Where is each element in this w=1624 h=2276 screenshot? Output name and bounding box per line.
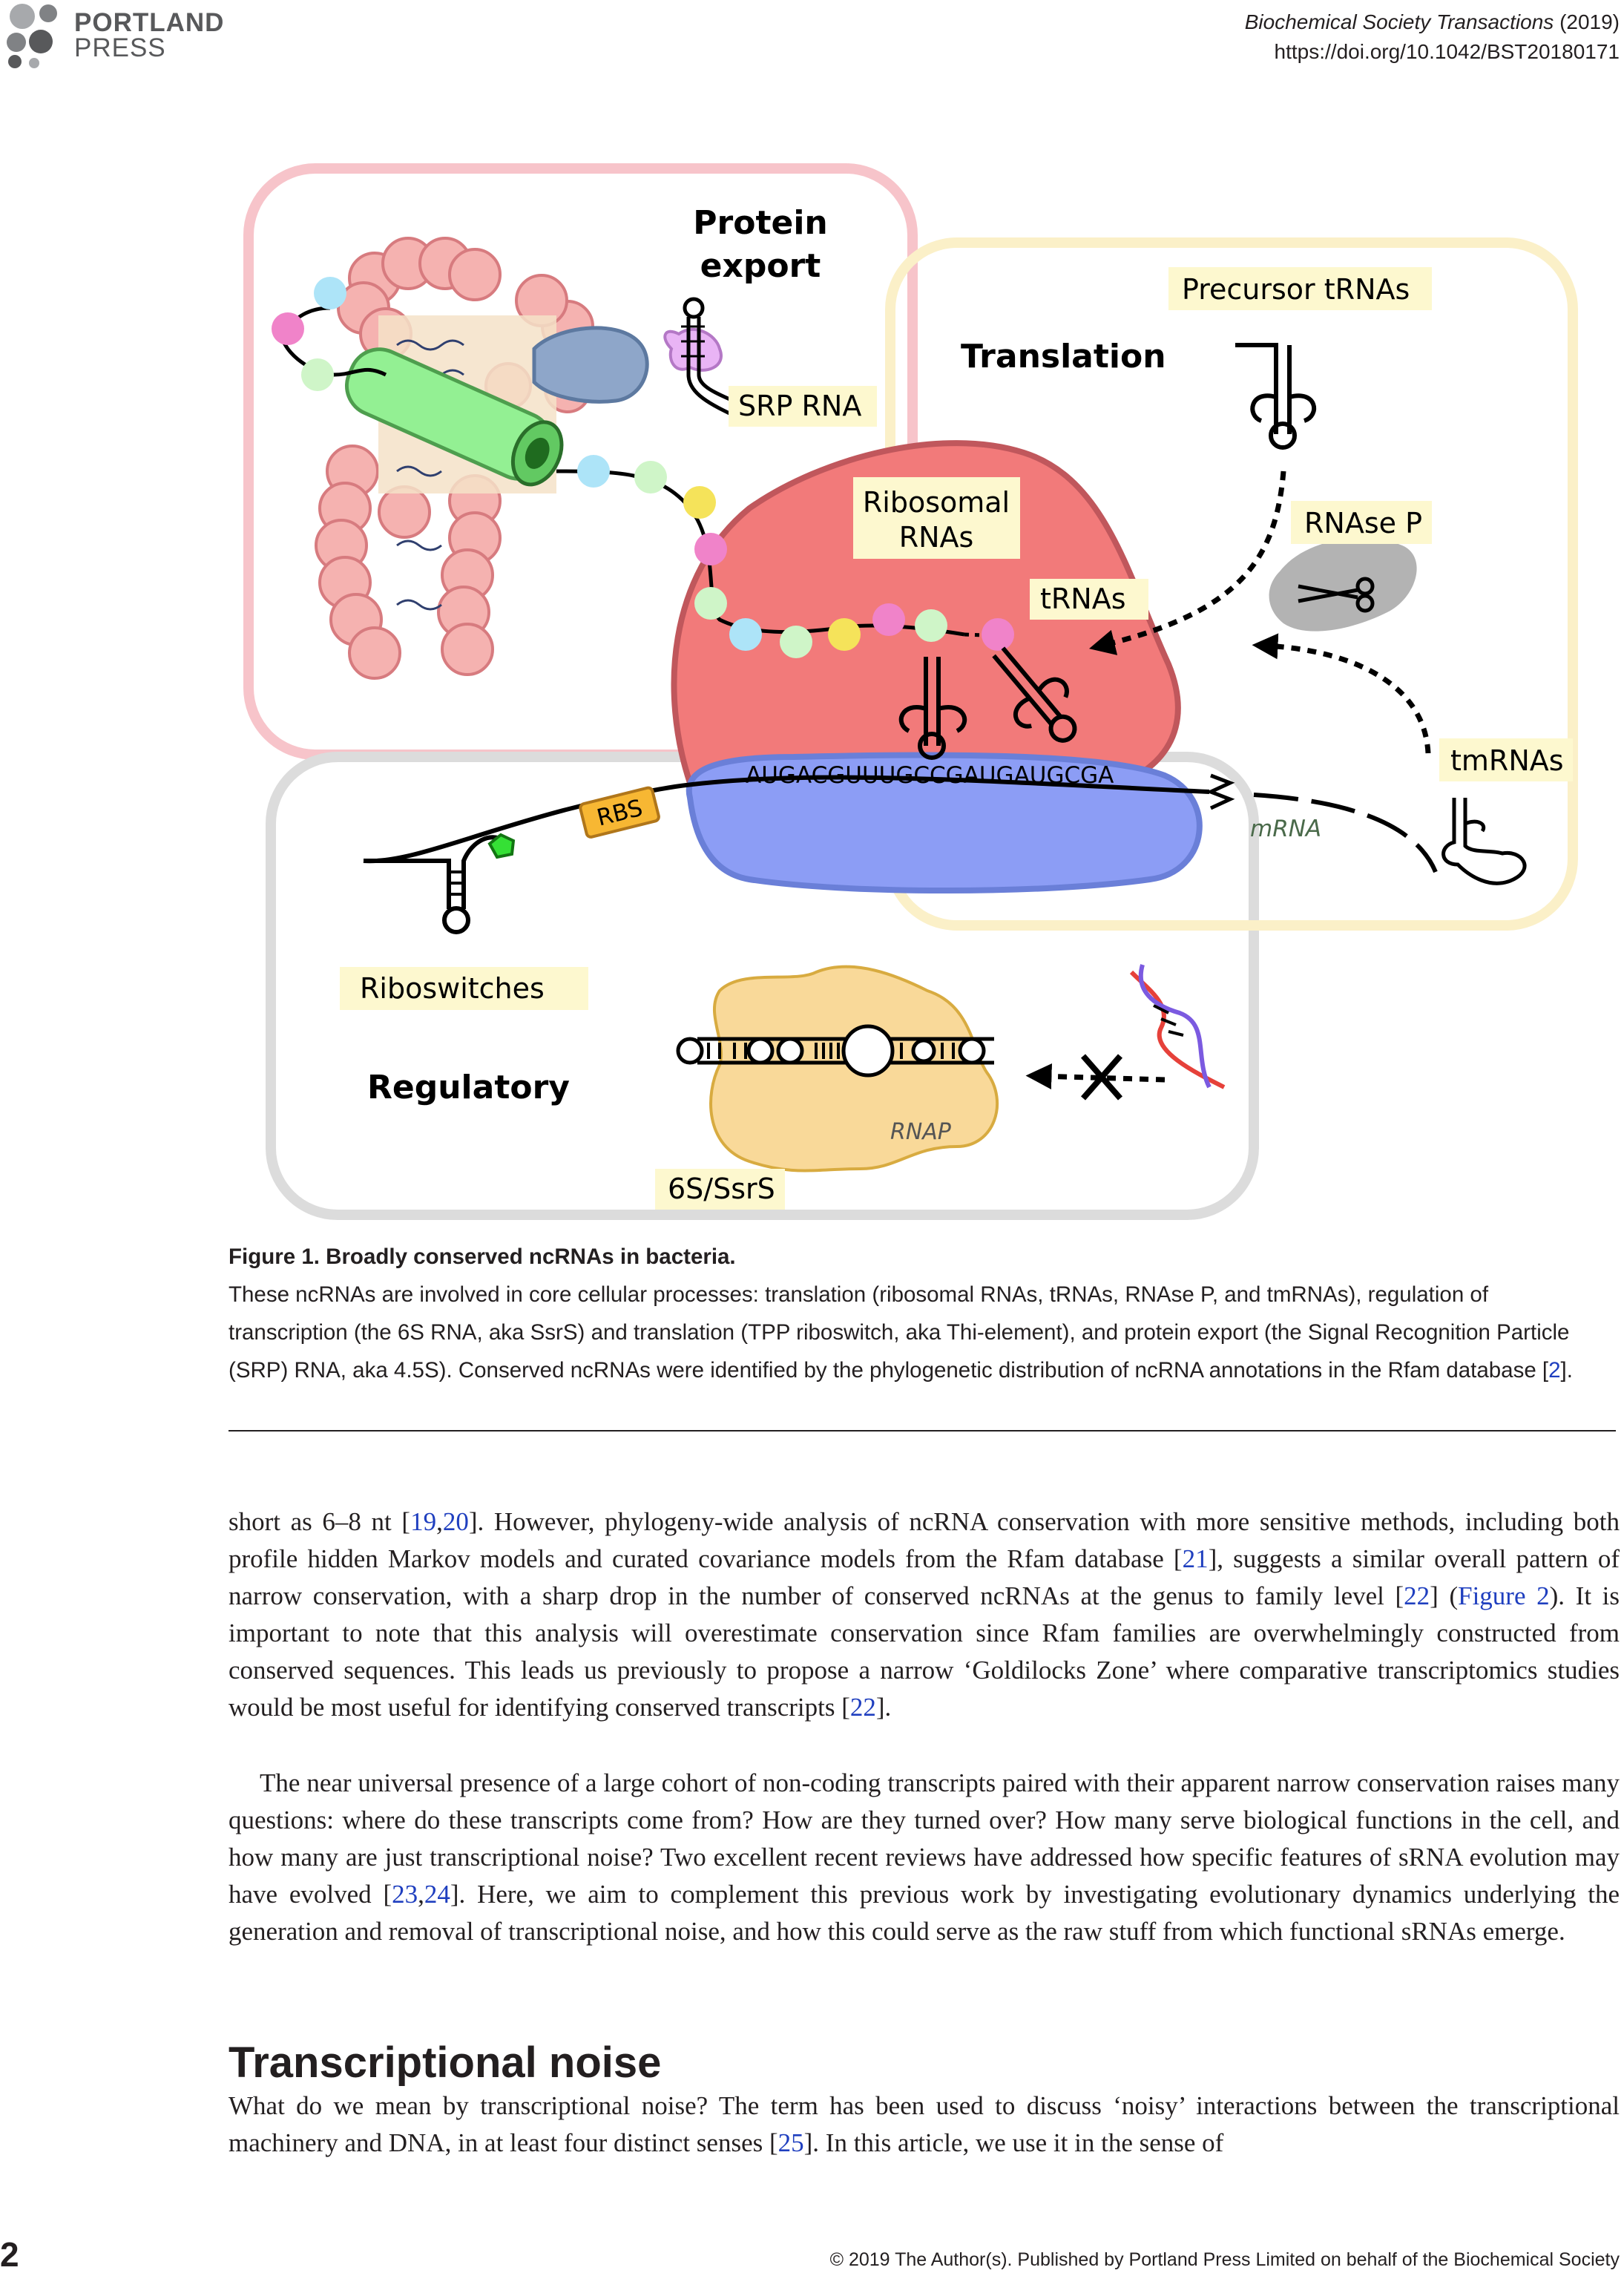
rnase-p-protein [1269,538,1417,632]
citation-link[interactable]: 23 [392,1880,418,1909]
ribosomal-rnas-label-line2: RNAs [899,521,974,554]
page-number: 2 [0,2235,19,2274]
rnase-p-label-bg [1291,501,1432,544]
figure-1-illustration: AUGACGUUUGCCGAUGAUGCGA mRNA RBS Riboswit… [243,163,1578,1220]
peptide-bead [577,455,610,488]
riboswitch-ligand-icon [487,833,516,859]
peptide-bead [694,587,727,620]
ribosomal-rnas-label-line1: Ribosomal [863,486,1010,519]
riboswitches-label: Riboswitches [360,972,545,1005]
six-s-rna-icon [676,1024,994,1078]
precursor-to-trna-arrow [1088,470,1286,655]
trnas-label: tRNAs [1040,583,1126,615]
journal-year: (2019) [1559,10,1620,33]
body-paragraph-2: The near universal presence of a large c… [229,1765,1620,1950]
caption-divider [229,1430,1616,1431]
paragraph-text: The near universal presence of a large c… [229,1768,1620,1946]
peptide-bead [780,626,812,658]
peptide-bead [683,486,716,519]
trna-p-site-icon [898,657,967,760]
peptide-bead [634,461,667,493]
protein-export-title-line1: Protein [693,204,827,242]
dna-double-helix-icon [1129,964,1226,1089]
precursor-trnas-label: Precursor tRNAs [1182,273,1410,306]
citation-link[interactable]: 22 [1404,1581,1430,1610]
tmrnas-label: tmRNAs [1450,744,1564,777]
tmrnas-label-bg [1439,738,1573,781]
figure-caption: Figure 1. Broadly conserved ncRNAs in ba… [229,1238,1608,1389]
trna-a-site-icon [992,646,1077,743]
journal-citation: Biochemical Society Transactions (2019) … [1245,7,1620,67]
rnase-p-label: RNAse P [1304,507,1422,540]
journal-name: Biochemical Society Transactions [1244,10,1554,33]
publisher-name-line1: PORTLAND [74,8,225,37]
srp-rna-label-bg [729,386,877,427]
six-s-label: 6S/SsrS [668,1173,775,1205]
six-s-label-bg [655,1169,785,1210]
publisher-name-line2: PRESS [74,33,166,62]
section-heading: Transcriptional noise [229,2039,662,2087]
doi-link[interactable]: https://doi.org/10.1042/BST20180171 [1274,40,1620,63]
mrna-sequence: AUGACGUUUGCCGAUGAUGCGA [746,762,1114,789]
citation-link[interactable]: 2 [1548,1358,1561,1383]
transcription-blocked-cross-icon [1080,1054,1123,1101]
rbs-box: RBS [579,786,660,839]
publisher-logo-dots-icon [7,4,57,68]
tmrna-to-ribosome-arrow [1252,633,1431,754]
figure-caption-text: These ncRNAs are involved in core cellul… [229,1282,1570,1383]
srp-rna-label: SRP RNA [738,390,861,422]
peptide-bead [314,277,346,309]
peptide-bead [729,618,762,651]
precursor-trnas-label-bg [1168,267,1432,310]
body-paragraph-3: What do we mean by transcriptional noise… [229,2088,1620,2162]
body-paragraph-1: short as 6–8 nt [19,20]. However, phylog… [229,1503,1620,1726]
publisher-logo [7,4,57,68]
citation-link[interactable]: 24 [424,1880,450,1909]
mrna-label: mRNA [1250,816,1321,842]
paragraph-text: What do we mean by transcriptional noise… [229,2091,1620,2157]
scissors-icon [1298,577,1375,613]
precursor-trna-icon [1235,343,1317,450]
peptide-bead [982,618,1014,651]
tmrna-icon [1441,798,1527,885]
rnap-label: RNAP [890,1119,952,1145]
peptide-bead [301,358,334,391]
figure-caption-text-end: ]. [1560,1358,1573,1383]
copyright-notice: © 2019 The Author(s). Published by Portl… [829,2249,1620,2270]
citation-link[interactable]: 22 [849,1693,876,1722]
translation-title: Translation [961,338,1166,375]
citation-link[interactable]: 21 [1182,1544,1209,1573]
srp-complex-icon [315,237,723,680]
peptide-bead [694,533,727,565]
regulatory-title: Regulatory [367,1069,570,1106]
paragraph-text: short as 6–8 nt [19,20]. However, phylog… [229,1507,1620,1722]
citation-link[interactable]: 20 [442,1507,469,1536]
publisher-name: PORTLAND PRESS [74,10,224,61]
peptide-bead [872,603,905,636]
ribosome-small-subunit [686,752,1203,893]
figure-caption-body: These ncRNAs are involved in core cellul… [229,1276,1608,1389]
mrna-strand [363,775,1210,864]
trnas-label-bg [1030,579,1148,620]
peptide-bead [915,609,947,642]
nascent-peptide-chain [272,277,1014,658]
peptide-bead [828,618,861,651]
riboswitches-label-bg [340,967,588,1010]
citation-link[interactable]: 25 [778,2128,804,2157]
citation-link[interactable]: 19 [410,1507,437,1536]
mrna-break-icon [1206,773,1235,810]
mrna-dashed-tail [1253,793,1438,873]
blocked-transcription-arrow [1025,1063,1166,1090]
citation-link[interactable]: Figure 2 [1458,1581,1550,1610]
ribosomal-rnas-label-bg [853,477,1020,559]
riboswitch-icon [364,835,506,934]
peptide-bead [272,312,304,345]
figure-caption-title: Figure 1. Broadly conserved ncRNAs in ba… [229,1244,736,1269]
protein-export-title-line2: export [700,247,821,285]
